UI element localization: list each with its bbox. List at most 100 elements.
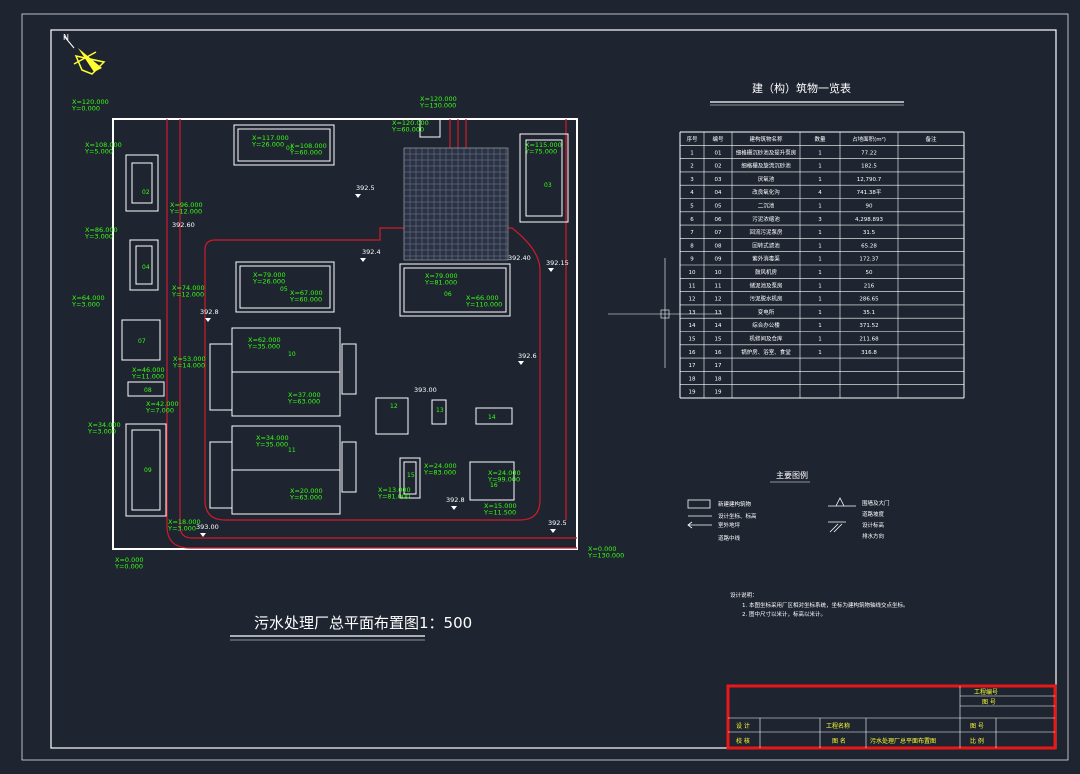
site-boundary bbox=[112, 118, 578, 550]
table-cell: 锅炉房、浴室、食堂 bbox=[741, 348, 791, 356]
svg-text:392.6: 392.6 bbox=[518, 352, 537, 360]
legend-label-6: 设计标高 bbox=[862, 521, 885, 529]
table-cell: 15 bbox=[715, 337, 722, 343]
legend-label-7: 排水方向 bbox=[862, 532, 884, 540]
svg-text:15: 15 bbox=[407, 472, 415, 479]
table-cell: 11 bbox=[689, 283, 696, 289]
svg-text:04: 04 bbox=[142, 264, 150, 271]
table-cell: 1 bbox=[818, 350, 822, 356]
table-cell: 1 bbox=[818, 283, 822, 289]
table-cell: 3 bbox=[818, 217, 822, 223]
svg-text:06: 06 bbox=[444, 291, 452, 298]
title-block-cell: 工程名称 bbox=[826, 722, 850, 730]
table-cell: 二沉池 bbox=[758, 202, 775, 210]
svg-text:392.15: 392.15 bbox=[546, 259, 569, 267]
title-block-drawing-no: 图 号 bbox=[982, 699, 996, 706]
table-cell: 回转式滤池 bbox=[752, 241, 780, 249]
table-cell: 1 bbox=[818, 243, 822, 249]
table-cell: 216 bbox=[864, 283, 875, 289]
table-cell: 14 bbox=[715, 323, 722, 329]
legend-label-3: 道路中线 bbox=[718, 534, 741, 542]
table-cell: 紫外消毒渠 bbox=[752, 255, 780, 263]
svg-text:393.00: 393.00 bbox=[414, 386, 437, 394]
inner-frame bbox=[50, 29, 1057, 749]
notes-title: 设计说明： bbox=[730, 591, 758, 599]
title-block-cell: 图 名 bbox=[832, 737, 846, 745]
table-cell: 7 bbox=[690, 230, 694, 236]
title-block-project-no: 工程编号 bbox=[974, 688, 998, 696]
table-cell: 16 bbox=[689, 350, 696, 356]
design-notes: 设计说明： 1. 本图坐标采用厂区相对坐标系统，坐标为建构筑物轴线交点坐标。 2… bbox=[730, 591, 909, 618]
svg-text:16: 16 bbox=[490, 482, 498, 489]
table-cell: 13 bbox=[689, 310, 696, 316]
svg-text:10: 10 bbox=[288, 351, 296, 358]
table-cell: 改良氧化沟 bbox=[752, 188, 780, 196]
table-title: 建（构）筑物一览表 bbox=[752, 81, 851, 95]
legend-label-2: 室外地坪 bbox=[718, 521, 741, 529]
north-label: N bbox=[63, 33, 69, 42]
outer-frame bbox=[21, 13, 1069, 761]
table-cell: 08 bbox=[715, 243, 722, 249]
elevation-markers: 392.5 392.4 392.8 392.15 392.6 393.00 39… bbox=[172, 184, 569, 537]
svg-text:11: 11 bbox=[288, 447, 296, 454]
table-header-cell: 序号 bbox=[686, 135, 698, 143]
notes-item-0: 1. 本图坐标采用厂区相对坐标系统，坐标为建构筑物轴线交点坐标。 bbox=[742, 601, 909, 609]
table-cell: 02 bbox=[715, 164, 722, 170]
table-cell: 182.5 bbox=[861, 164, 877, 170]
svg-text:392.40: 392.40 bbox=[508, 254, 531, 262]
table-cell: 50 bbox=[866, 270, 873, 276]
table-cell: 211.68 bbox=[859, 337, 879, 343]
table-cell: 10 bbox=[689, 270, 696, 276]
table-cell: 316.8 bbox=[861, 350, 877, 356]
title-block-cell: 设 计 bbox=[736, 722, 750, 730]
table-cell: 鼓风机房 bbox=[755, 268, 778, 276]
svg-text:08: 08 bbox=[144, 387, 152, 394]
table-cell: 细格栅沉砂池及提升泵房 bbox=[736, 148, 797, 156]
title-block-cell: 校 核 bbox=[736, 737, 750, 745]
table-cell: 286.65 bbox=[859, 297, 879, 303]
table-cell: 1 bbox=[818, 230, 822, 236]
table-cell: 污泥脱水机房 bbox=[749, 295, 783, 303]
table-header-cell: 数量 bbox=[814, 135, 826, 143]
table-cell: 77.22 bbox=[861, 150, 877, 156]
table-header-cell: 备注 bbox=[925, 135, 937, 143]
table-cell: 15 bbox=[689, 337, 696, 343]
title-block: 工程编号 图 号 设 计 工程名称 图 号 校 核 图 名 污水处理厂总平面布置… bbox=[726, 684, 1057, 750]
table-cell: 1 bbox=[818, 323, 822, 329]
site-plan: 01 02 03 04 05 06 07 08 09 10 11 12 13 1… bbox=[71, 95, 624, 641]
table-cell: 1 bbox=[690, 150, 694, 156]
title-block-cell: 污水处理厂总平面布置图 bbox=[870, 737, 936, 745]
legend-label-1: 设计坐标、标高 bbox=[718, 512, 757, 520]
table-cell: 综合办公楼 bbox=[752, 321, 780, 329]
table-cell: 1 bbox=[818, 164, 822, 170]
table-cell: 3 bbox=[690, 177, 694, 183]
svg-text:392.60: 392.60 bbox=[172, 221, 195, 229]
svg-text:14: 14 bbox=[488, 414, 496, 421]
table-cell: 8 bbox=[690, 243, 694, 249]
title-block-cell: 图 号 bbox=[970, 723, 984, 730]
notes-item-1: 2. 图中尺寸以米计，标高以米计。 bbox=[742, 610, 826, 618]
table-cell: 65.28 bbox=[861, 243, 877, 249]
table-cell: 1 bbox=[818, 297, 822, 303]
table-header-cell: 建构筑物名称 bbox=[749, 135, 783, 143]
table-cell: 污泥浓缩池 bbox=[752, 215, 780, 223]
